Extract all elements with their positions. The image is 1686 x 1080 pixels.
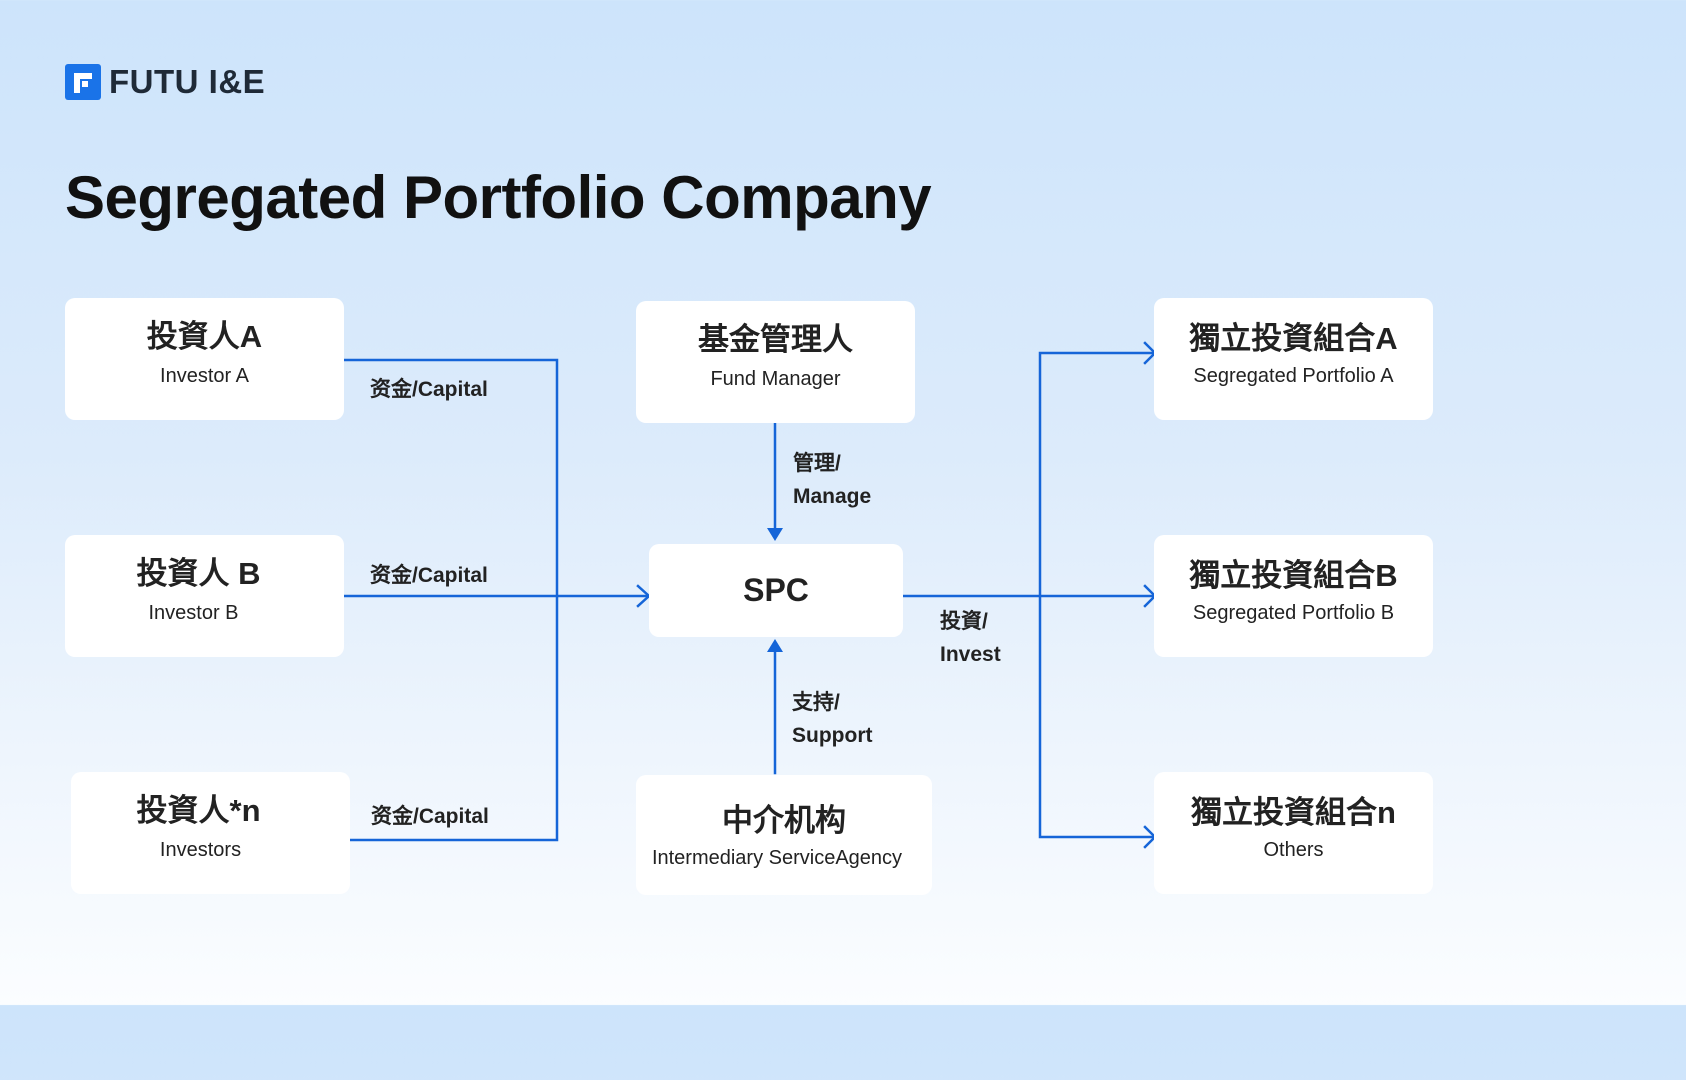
investor-b-zh: 投資人 B [136,556,261,591]
portfolio-a-zh: 獨立投資組合A [1189,321,1398,356]
edge-investor-a [342,358,559,842]
invest-label-en: Invest [940,643,1001,666]
arrow-manage-head [767,528,783,541]
investor-n-en: Investors [159,839,242,861]
support-label-zh: 支持/ [792,691,840,714]
portfolio-a-box: 獨立投資組合A Segregated Portfolio A [1154,298,1433,420]
intermediary-zh: 中介机构 [722,803,846,838]
capital-label-b: 资金/Capital [370,564,488,587]
manage-label-zh: 管理/ [793,452,841,475]
logo-icon [65,64,101,100]
fund-manager-zh: 基金管理人 [698,322,853,357]
brand-logo: FUTU I&E [65,64,265,100]
spc-box: SPC [649,544,903,637]
portfolio-a-en: Segregated Portfolio A [1193,365,1394,387]
arrow-support-head [767,639,783,652]
portfolio-b-box: 獨立投資組合B Segregated Portfolio B [1154,535,1433,657]
portfolio-n-box: 獨立投資組合n Others [1154,772,1433,894]
portfolio-n-en: Others [1263,839,1324,861]
page-title: Segregated Portfolio Company [65,164,932,231]
investor-b-box: 投資人 B Investor B [65,535,344,657]
manage-label-en: Manage [793,485,872,508]
investor-a-box: 投資人A Investor A [65,298,344,420]
investor-b-en: Investor B [148,602,239,624]
investor-a-en: Investor A [160,365,249,387]
invest-label-zh: 投資/ [940,610,988,633]
capital-label-n: 资金/Capital [371,805,489,828]
intermediary-box: 中介机构 Intermediary ServiceAgency [636,775,932,895]
intermediary-en: Intermediary ServiceAgency [651,847,903,869]
fund-manager-en: Fund Manager [710,368,841,390]
support-label-en: Support [792,724,873,747]
investor-n-zh: 投資人*n [136,793,261,828]
portfolio-b-zh: 獨立投資組合B [1189,558,1398,593]
logo-text: FUTU I&E [109,63,266,100]
portfolio-b-en: Segregated Portfolio B [1192,602,1395,624]
fund-manager-box: 基金管理人 Fund Manager [636,301,915,423]
portfolio-n-zh: 獨立投資組合n [1191,795,1396,830]
capital-label-a: 资金/Capital [370,378,488,401]
edge-invest-trunk [1038,351,1156,839]
spc-label: SPC [743,572,809,608]
investor-a-zh: 投資人A [146,319,263,354]
investor-n-box: 投資人*n Investors [71,772,350,894]
